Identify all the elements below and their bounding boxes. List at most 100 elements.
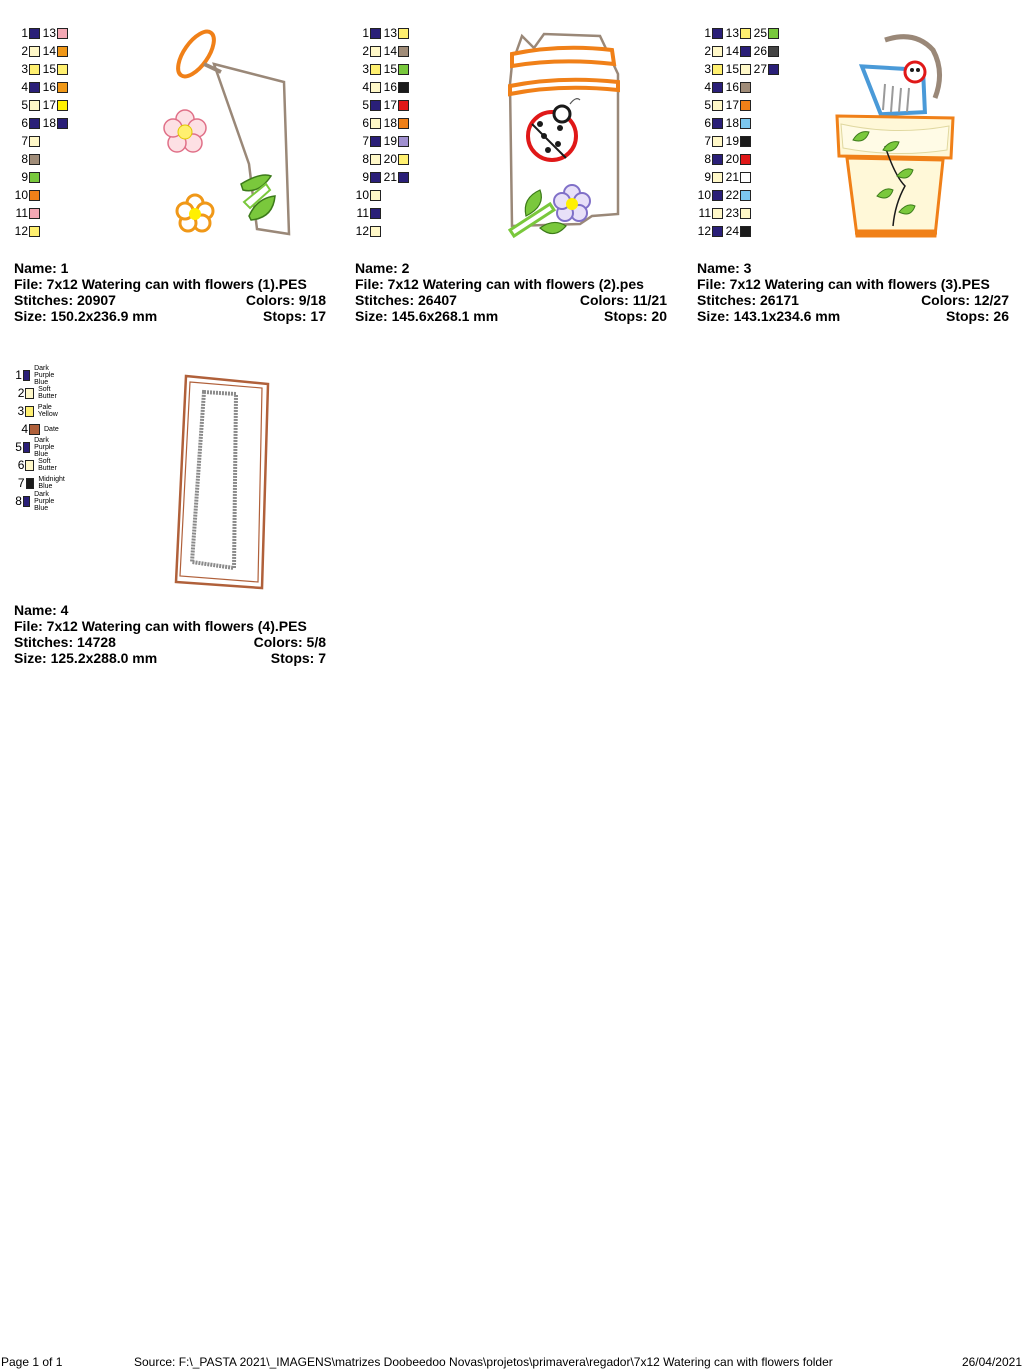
swatch-color-box — [25, 387, 35, 399]
swatch-number: 10 — [355, 188, 369, 202]
swatch-number: 8 — [21, 152, 28, 166]
swatch-number: 2 — [21, 44, 28, 58]
swatch-color-box — [712, 81, 723, 93]
swatch-number: 16 — [725, 80, 739, 94]
swatch-number: 1 — [15, 368, 22, 382]
swatch-number: 8 — [15, 494, 22, 508]
swatch-number: 27 — [753, 62, 767, 76]
color-swatch: 6 — [355, 114, 382, 132]
color-swatch: 4 — [355, 78, 382, 96]
color-swatch: 3 — [697, 60, 724, 78]
swatch-color-box — [29, 81, 40, 93]
swatch-number: 5 — [15, 440, 22, 454]
footer-date: 26/04/2021 — [961, 1355, 1022, 1369]
swatch-number: 6 — [704, 116, 711, 130]
color-swatch: 11 — [355, 204, 382, 222]
swatch-number: 15 — [383, 62, 397, 76]
swatch-color-box — [25, 405, 34, 417]
swatch-color-box — [398, 117, 409, 129]
swatch-number: 3 — [17, 404, 25, 418]
design-size: Size: 150.2x236.9 mm — [14, 308, 158, 324]
color-swatch: 9 — [697, 168, 724, 186]
color-swatch: 10 — [14, 186, 41, 204]
swatch-color-box — [712, 171, 723, 183]
color-swatch: 26 — [753, 42, 780, 60]
swatch-color-box — [398, 171, 409, 183]
swatch-color-box — [29, 135, 40, 147]
color-swatch: 17 — [42, 96, 69, 114]
swatch-color-box — [712, 189, 723, 201]
swatch-number: 16 — [383, 80, 397, 94]
color-swatch: 3 Pale Yellow — [14, 402, 64, 420]
swatch-thread-name: Midnight Blue — [38, 476, 65, 490]
design-info: Name: 3 File: 7x12 Watering can with flo… — [697, 260, 1009, 324]
swatch-color-box — [29, 207, 40, 219]
color-swatch: 15 — [42, 60, 69, 78]
color-swatch: 7 — [355, 132, 382, 150]
color-swatch: 1 — [14, 24, 41, 42]
color-swatch: 3 — [355, 60, 382, 78]
swatch-color-box — [370, 171, 381, 183]
swatch-color-box — [398, 27, 409, 39]
color-swatch: 24 — [725, 222, 752, 240]
color-swatch: 6 — [697, 114, 724, 132]
swatch-number: 18 — [42, 116, 56, 130]
swatch-number: 2 — [17, 386, 25, 400]
color-swatch: 19 — [725, 132, 752, 150]
swatch-color-box — [370, 189, 381, 201]
swatch-number: 14 — [383, 44, 397, 58]
swatch-color-box — [712, 27, 723, 39]
swatch-color-box — [712, 207, 723, 219]
swatch-color-box — [370, 225, 381, 237]
color-swatch: 13 — [42, 24, 69, 42]
swatch-color-box — [29, 63, 40, 75]
swatch-color-box — [29, 171, 40, 183]
swatch-thread-name: Date — [44, 425, 59, 433]
swatch-color-box — [29, 225, 40, 237]
color-swatch: 10 — [355, 186, 382, 204]
swatch-color-box — [370, 207, 381, 219]
swatch-number: 4 — [362, 80, 369, 94]
swatch-thread-name: Soft Butter — [38, 458, 57, 472]
swatch-number: 16 — [42, 80, 56, 94]
design-stitches: Stitches: 26407 — [355, 292, 457, 308]
color-swatch: 5 — [14, 96, 41, 114]
swatch-number: 17 — [725, 98, 739, 112]
design-file: File: 7x12 Watering can with flowers (2)… — [355, 276, 644, 292]
swatch-color-box — [29, 153, 40, 165]
design-stitches: Stitches: 20907 — [14, 292, 116, 308]
swatch-color-box — [57, 63, 68, 75]
swatch-color-box — [740, 189, 751, 201]
swatch-number: 13 — [725, 26, 739, 40]
color-swatch: 1 — [697, 24, 724, 42]
swatch-number: 8 — [704, 152, 711, 166]
swatch-color-box — [370, 81, 381, 93]
swatch-color-box — [57, 117, 68, 129]
swatch-thread-name: Pale Yellow — [37, 404, 58, 418]
swatch-color-box — [398, 63, 409, 75]
swatch-color-box — [712, 117, 723, 129]
swatch-color-box — [29, 99, 40, 111]
swatch-color-box — [370, 45, 381, 57]
swatch-number: 12 — [697, 224, 711, 238]
swatch-number: 6 — [362, 116, 369, 130]
swatch-color-box — [740, 207, 751, 219]
swatch-number: 12 — [14, 224, 28, 238]
color-swatch: 18 — [42, 114, 69, 132]
swatch-number: 21 — [383, 170, 397, 184]
swatch-number: 4 — [21, 422, 28, 436]
color-swatch: 14 — [725, 42, 752, 60]
swatch-number: 6 — [17, 458, 25, 472]
color-swatch: 6 — [14, 114, 41, 132]
color-swatch: 12 — [14, 222, 41, 240]
color-swatch: 21 — [383, 168, 410, 186]
swatch-number: 7 — [704, 134, 711, 148]
design-stitches: Stitches: 26171 — [697, 292, 799, 308]
swatch-thread-name: Dark Purple Blue — [34, 490, 55, 512]
swatch-number: 12 — [355, 224, 369, 238]
swatch-color-box — [712, 225, 723, 237]
